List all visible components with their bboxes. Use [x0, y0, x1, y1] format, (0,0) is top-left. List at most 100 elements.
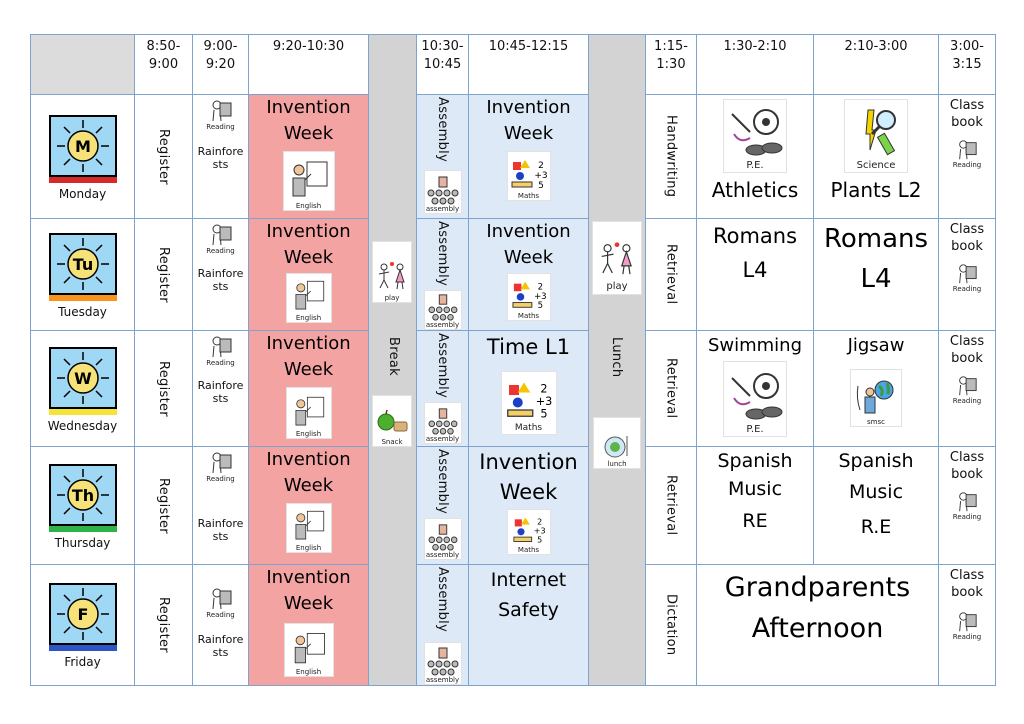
- re-text: RE: [742, 510, 768, 532]
- assembly-cell: Assembly assembly: [417, 219, 469, 331]
- header-text: 8:50-: [146, 39, 181, 54]
- day-cell-friday: F Friday: [31, 565, 135, 686]
- reading-icon: [212, 452, 231, 474]
- day-cell-tuesday: Tu Tuesday: [31, 219, 135, 331]
- sun-icon: W: [56, 351, 109, 404]
- day-color-bar: [48, 294, 117, 301]
- lunch-label: lunch: [607, 460, 627, 468]
- sun-box: M: [48, 114, 117, 177]
- maths-text: Week: [503, 247, 554, 268]
- reading-icon: [959, 140, 977, 160]
- afterlunch-text: Handwriting: [663, 115, 679, 198]
- day-name: Thursday: [54, 535, 111, 550]
- english-label: English: [295, 544, 322, 552]
- spanish-text: Spanish: [838, 450, 914, 472]
- assembly-label: assembly: [425, 321, 460, 329]
- snack-icon: [377, 409, 408, 432]
- header-text: 2:10-3:00: [844, 39, 908, 54]
- reading-label: Reading: [952, 285, 982, 293]
- svg-text:5: 5: [537, 535, 542, 544]
- svg-text:+3: +3: [534, 171, 547, 181]
- corner-cell: [31, 35, 135, 95]
- children-playing-icon: [601, 242, 632, 275]
- snack-label: Snack: [381, 438, 403, 446]
- header-10-45: 10:45-12:15: [469, 35, 589, 95]
- english-symbol: English: [282, 151, 335, 211]
- romans-text: Romans: [712, 224, 798, 248]
- register-text: Register: [156, 246, 171, 303]
- pe-symbol: P.E.: [723, 361, 787, 437]
- sun-box: W: [48, 346, 117, 409]
- maths-text: Week: [503, 123, 554, 144]
- maths-icon: 2+35: [506, 382, 552, 421]
- svg-text:5: 5: [537, 301, 542, 311]
- afterlunch-cell: Dictation: [646, 565, 697, 686]
- assembly-icon: [428, 408, 457, 435]
- class-book-text: Class: [949, 450, 985, 465]
- re-text: R.E: [860, 516, 892, 538]
- reading-label: Reading: [206, 123, 235, 131]
- invention-text: Week: [283, 247, 334, 268]
- rainforests-text: Rainfore: [197, 379, 244, 392]
- english-label: English: [295, 202, 322, 210]
- svg-text:2: 2: [537, 518, 542, 527]
- afterlunch-text: Dictation: [663, 594, 679, 656]
- smsc-symbol: smsc: [850, 369, 902, 427]
- day-letter: Tu: [72, 255, 93, 274]
- assembly-label: assembly: [425, 205, 460, 214]
- assembly-symbol: assembly: [423, 402, 462, 445]
- assembly-text: Assembly: [435, 97, 450, 163]
- english-label: English: [295, 314, 322, 322]
- reading-icon: [212, 100, 231, 122]
- header-text: 1:30-2:10: [723, 39, 787, 54]
- header-text: 9:20: [205, 57, 236, 72]
- reading-icon: [959, 492, 977, 512]
- rainforests-text: Rainfore: [197, 267, 244, 280]
- svg-text:5: 5: [538, 181, 544, 191]
- sun-box: F: [48, 583, 117, 645]
- reading-label: Reading: [206, 611, 235, 619]
- day-letter: Th: [71, 486, 93, 505]
- break-text: Break: [386, 337, 401, 376]
- athletics-text: Athletics: [711, 178, 799, 202]
- rainforests-text: sts: [212, 158, 229, 171]
- svg-text:+3: +3: [533, 527, 545, 536]
- teacher-whiteboard-icon: [295, 280, 324, 310]
- swimming-cell: Swimming P.E.: [697, 331, 814, 447]
- maths-label: Maths: [517, 312, 540, 320]
- swimming-text: Swimming: [707, 335, 803, 356]
- lunch-column: play Lunch lunch: [589, 35, 646, 686]
- plants-text: Plants L2: [830, 178, 922, 202]
- svg-text:2: 2: [540, 383, 547, 396]
- day-card: Tu Tuesday: [42, 224, 123, 325]
- rainforests-text: Rainfore: [197, 517, 244, 530]
- header-8-50: 8:50-9:00: [135, 35, 193, 95]
- class-book-text: book: [951, 467, 983, 482]
- afterlunch-text: Retrieval: [663, 244, 679, 305]
- english-symbol: English: [285, 387, 332, 439]
- svg-text:+3: +3: [535, 395, 552, 408]
- day-card: Th Thursday: [42, 455, 123, 556]
- lunch-play-symbol: play: [592, 221, 642, 295]
- maths-label: Maths: [517, 546, 540, 554]
- svg-text:2: 2: [538, 161, 544, 171]
- internet-safety-text: Safety: [498, 599, 559, 621]
- header-text: 9:20-10:30: [272, 39, 345, 54]
- invention-text: Week: [283, 475, 334, 496]
- teacher-whiteboard-icon: [295, 396, 324, 426]
- lunch-text: Lunch: [609, 337, 624, 378]
- rainforests-text: sts: [212, 646, 229, 659]
- header-text: 10:45-12:15: [488, 39, 569, 54]
- assembly-label: assembly: [425, 435, 460, 444]
